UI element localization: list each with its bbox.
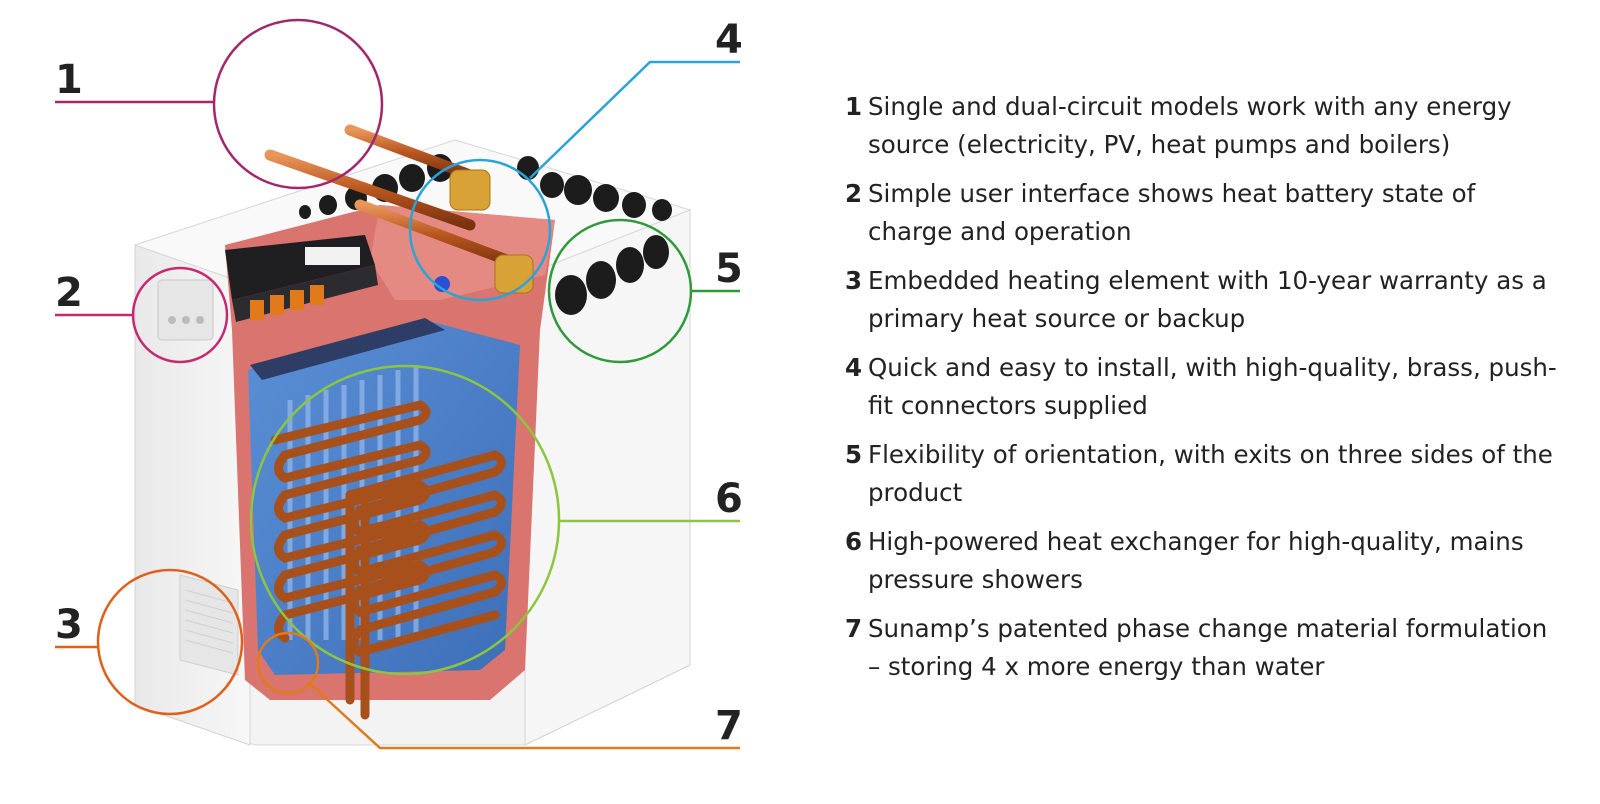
callout-number-7: 7	[715, 703, 743, 749]
legend-number: 2	[845, 179, 863, 208]
legend-text: Embedded heating element with 10-year wa…	[868, 266, 1547, 333]
product-cutaway-diagram: 1 2 3 4 5 6 7	[0, 0, 780, 800]
legend-item: 1 Single and dual-circuit models work wi…	[845, 88, 1565, 164]
legend-text: Simple user interface shows heat battery…	[868, 179, 1476, 246]
feature-legend: 1 Single and dual-circuit models work wi…	[845, 88, 1565, 697]
callout-number-6: 6	[715, 476, 743, 522]
legend-item: 3 Embedded heating element with 10-year …	[845, 262, 1565, 338]
copper-inlet-pipes	[264, 124, 534, 294]
legend-text: Sunamp’s patented phase change material …	[868, 614, 1548, 681]
legend-item: 7 Sunamp’s patented phase change materia…	[845, 610, 1565, 686]
control-panel	[157, 235, 378, 341]
legend-number: 7	[845, 614, 863, 643]
callout-number-1: 1	[55, 57, 83, 103]
legend-text: Single and dual-circuit models work with…	[868, 92, 1512, 159]
legend-text: Flexibility of orientation, with exits o…	[868, 440, 1553, 507]
heat-exchanger-coils	[270, 400, 506, 720]
callout-number-2: 2	[55, 270, 83, 316]
callout-number-5: 5	[715, 246, 743, 292]
legend-text: High-powered heat exchanger for high-qua…	[868, 527, 1524, 594]
legend-number: 3	[845, 266, 863, 295]
legend-text: Quick and easy to install, with high-qua…	[868, 353, 1557, 420]
legend-item: 4 Quick and easy to install, with high-q…	[845, 349, 1565, 425]
legend-number: 4	[845, 353, 863, 382]
cutaway-illustration	[55, 18, 740, 750]
callout-markers	[55, 18, 740, 750]
legend-number: 5	[845, 440, 863, 469]
legend-item: 6 High-powered heat exchanger for high-q…	[845, 523, 1565, 599]
legend-number: 6	[845, 527, 863, 556]
legend-number: 1	[845, 92, 863, 121]
legend-item: 5 Flexibility of orientation, with exits…	[845, 436, 1565, 512]
legend-item: 2 Simple user interface shows heat batte…	[845, 175, 1565, 251]
callout-number-4: 4	[715, 17, 743, 63]
callout-number-3: 3	[55, 602, 83, 648]
